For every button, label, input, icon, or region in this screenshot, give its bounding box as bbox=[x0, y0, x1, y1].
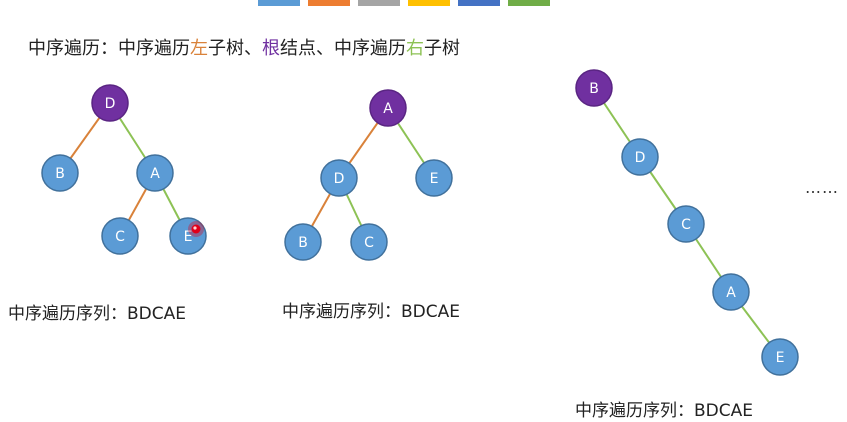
tree-2-node-C: C bbox=[350, 223, 388, 261]
title-part-2: 子树、 bbox=[208, 38, 262, 59]
svg-text:E: E bbox=[184, 229, 193, 245]
svg-text:A: A bbox=[383, 101, 393, 117]
laser-pointer-dot bbox=[188, 221, 204, 237]
swatch-5 bbox=[458, 0, 500, 6]
tree-3-node-D: D bbox=[621, 138, 659, 176]
svg-text:C: C bbox=[115, 229, 125, 245]
title-right-word: 右 bbox=[406, 38, 424, 59]
tree-3-node-B: B bbox=[575, 69, 613, 107]
slide-title: 中序遍历：中序遍历左子树、根结点、中序遍历右子树 bbox=[28, 34, 460, 60]
tree-3-node-E: E bbox=[761, 338, 799, 376]
swatch-2 bbox=[308, 0, 350, 6]
tree-2-node-E: E bbox=[415, 159, 453, 197]
svg-text:E: E bbox=[776, 350, 785, 366]
tree-1-node-D: D bbox=[91, 84, 129, 122]
tree-2-node-D: D bbox=[320, 159, 358, 197]
title-part-1: 中序遍历：中序遍历 bbox=[28, 38, 190, 59]
swatch-6 bbox=[508, 0, 550, 6]
tree-3-sequence: 中序遍历序列：BDCAE bbox=[575, 401, 753, 421]
swatch-3 bbox=[358, 0, 400, 6]
tree-1-node-B: B bbox=[41, 154, 79, 192]
svg-text:C: C bbox=[681, 217, 691, 233]
title-part-4: 子树 bbox=[424, 38, 460, 59]
svg-text:B: B bbox=[589, 81, 599, 97]
swatch-1 bbox=[258, 0, 300, 6]
svg-text:D: D bbox=[105, 96, 116, 112]
title-part-3: 结点、中序遍历 bbox=[280, 38, 406, 59]
tree-1-node-C: C bbox=[101, 217, 139, 255]
ellipsis-text: …… bbox=[805, 178, 839, 197]
tree-2-node-B: B bbox=[284, 223, 322, 261]
svg-text:B: B bbox=[55, 166, 65, 182]
svg-text:A: A bbox=[726, 285, 736, 301]
svg-text:E: E bbox=[430, 171, 439, 187]
tree-3-node-A: A bbox=[712, 273, 750, 311]
title-root-word: 根 bbox=[262, 38, 280, 59]
tree-2-sequence: 中序遍历序列：BDCAE bbox=[282, 302, 460, 322]
svg-text:D: D bbox=[334, 171, 345, 187]
swatch-4 bbox=[408, 0, 450, 6]
tree-3-node-C: C bbox=[667, 205, 705, 243]
svg-text:C: C bbox=[364, 235, 374, 251]
svg-text:D: D bbox=[635, 150, 646, 166]
svg-text:B: B bbox=[298, 235, 308, 251]
tree-1-node-A: A bbox=[136, 154, 174, 192]
tree-1-sequence: 中序遍历序列：BDCAE bbox=[8, 304, 186, 324]
tree-2-node-A: A bbox=[369, 89, 407, 127]
svg-text:A: A bbox=[150, 166, 160, 182]
title-left-word: 左 bbox=[190, 38, 208, 59]
